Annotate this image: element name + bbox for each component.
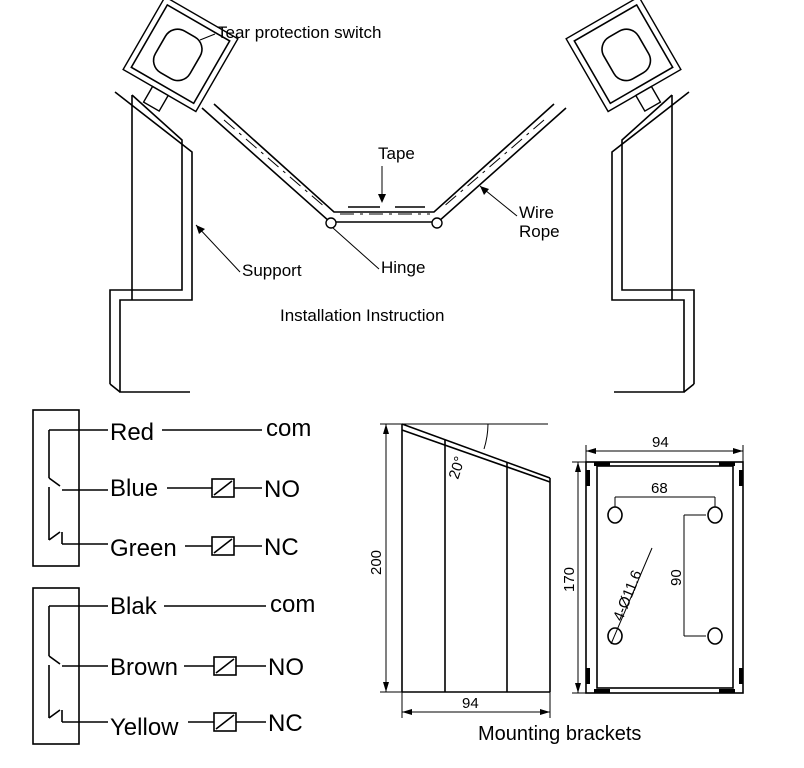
terminal-com-2: com bbox=[270, 591, 315, 618]
tear-switch-label: Tear protection switch bbox=[217, 23, 381, 42]
installation-drawing: Tear protection switch Tape Wire Rope Su… bbox=[109, 0, 695, 393]
right-support bbox=[611, 91, 695, 393]
angle-20-label: 20° bbox=[446, 454, 469, 481]
wire-blue: Blue bbox=[110, 475, 158, 502]
tape-label: Tape bbox=[378, 144, 415, 163]
hole-spacing-90-label: 90 bbox=[668, 569, 685, 586]
terminal-nc-2: NC bbox=[268, 710, 303, 737]
wire-green: Green bbox=[110, 535, 177, 562]
left-tear-switch bbox=[122, 0, 239, 113]
wire-label-line2: Rope bbox=[519, 222, 560, 241]
relay-icon bbox=[213, 656, 237, 676]
support-label: Support bbox=[242, 261, 302, 280]
wire-yellow: Yellow bbox=[110, 714, 179, 741]
left-hinge-icon bbox=[325, 217, 337, 229]
plate-width-94-label: 94 bbox=[652, 434, 669, 451]
mounting-brackets-caption: Mounting brackets bbox=[478, 723, 641, 745]
terminal-com-1: com bbox=[266, 415, 311, 442]
mounting-hole-icon bbox=[707, 506, 723, 524]
relay-icon bbox=[211, 536, 235, 556]
hole-spacing-68-label: 68 bbox=[651, 480, 668, 497]
bracket-plate-view: 94 68 170 90 4-Ø11.6 bbox=[561, 434, 744, 694]
holes-4-dia-11-6-label: 4-Ø11.6 bbox=[610, 568, 646, 624]
right-tear-switch bbox=[565, 0, 682, 113]
terminal-nc-1: NC bbox=[264, 534, 299, 561]
bracket-side-view: 20° 200 94 bbox=[368, 423, 551, 718]
relay-icon bbox=[211, 478, 235, 498]
left-support bbox=[109, 91, 193, 393]
wire-red: Red bbox=[110, 419, 154, 446]
wiring-diagram: Red com Blue NO Green NC bbox=[32, 409, 315, 745]
mounting-hole-icon bbox=[707, 627, 723, 645]
wiring-group-2: Blak com Brown NO Yellow NC bbox=[32, 587, 315, 745]
wire-rope bbox=[201, 103, 567, 223]
side-width-94-label: 94 bbox=[462, 695, 479, 712]
wire-label-line1: Wire bbox=[519, 203, 554, 222]
relay-icon bbox=[213, 712, 237, 732]
terminal-no-2: NO bbox=[268, 654, 304, 681]
plate-height-170-label: 170 bbox=[561, 567, 578, 592]
wire-brown: Brown bbox=[110, 654, 178, 681]
wiring-group-1: Red com Blue NO Green NC bbox=[32, 409, 311, 567]
right-hinge-icon bbox=[431, 217, 443, 229]
hinge-label: Hinge bbox=[381, 258, 425, 277]
mounting-hole-icon bbox=[607, 627, 623, 645]
wire-black: Blak bbox=[110, 593, 158, 620]
mounting-hole-icon bbox=[607, 506, 623, 524]
height-200-label: 200 bbox=[368, 550, 385, 575]
installation-caption: Installation Instruction bbox=[280, 306, 444, 325]
terminal-no-1: NO bbox=[264, 476, 300, 503]
